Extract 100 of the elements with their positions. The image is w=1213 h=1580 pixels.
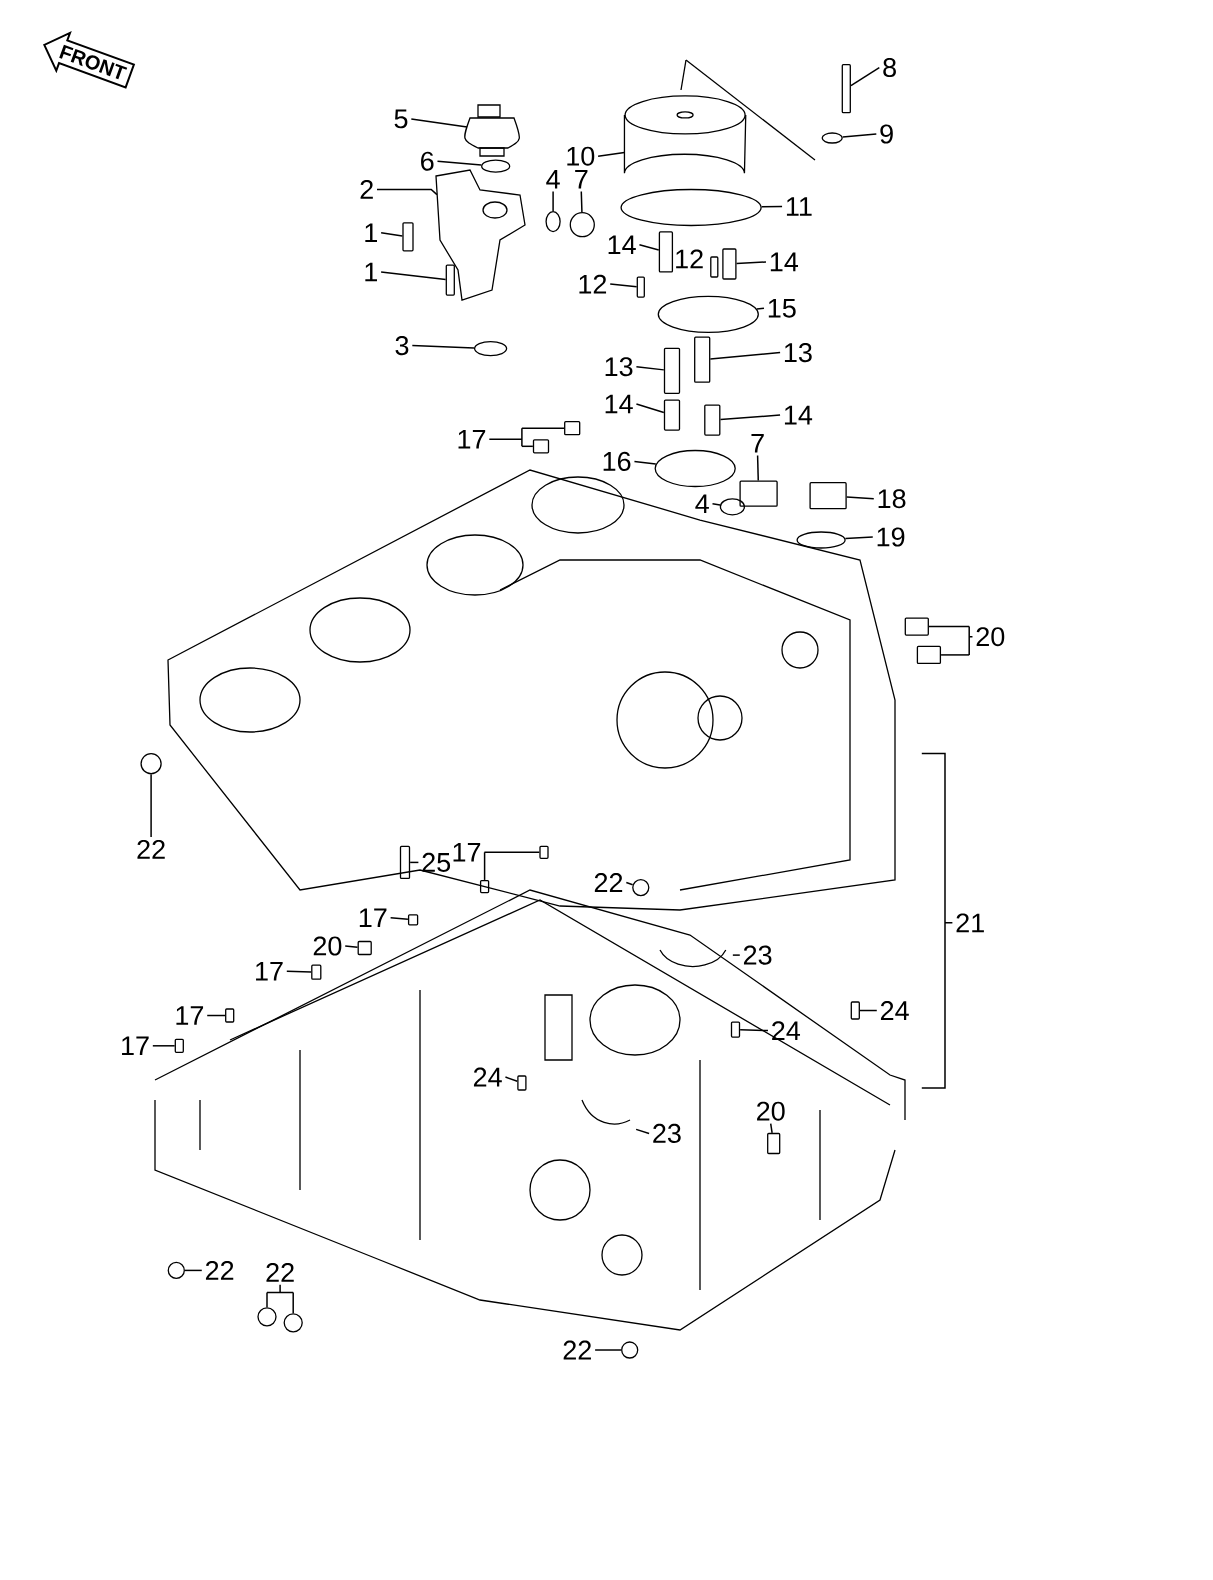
leader-line <box>409 861 420 864</box>
ring <box>167 1261 185 1280</box>
callout-number: 7 <box>575 170 588 189</box>
callout-number: 14 <box>784 405 813 425</box>
callout-number: 4 <box>546 170 560 189</box>
dowel-pin <box>809 482 847 510</box>
leader-line <box>266 1283 294 1314</box>
bolt <box>722 248 737 280</box>
callout-number: 13 <box>605 357 633 377</box>
leader-line <box>859 1009 878 1012</box>
dowel-pin <box>174 1038 184 1053</box>
dowel-pin <box>479 879 490 894</box>
callout-number: 19 <box>877 527 905 547</box>
leader-line <box>719 414 781 421</box>
leader-line <box>769 1122 773 1134</box>
callout-number: 1 <box>365 262 377 282</box>
dowel-pin <box>916 645 942 665</box>
ring <box>719 498 746 516</box>
ring <box>620 188 762 227</box>
dowel-pin <box>357 940 372 956</box>
leader-line <box>411 344 475 349</box>
bolt <box>445 264 455 296</box>
callout-number: 17 <box>359 908 387 928</box>
dowel-pin <box>904 617 929 636</box>
ring <box>821 132 843 144</box>
leader-line <box>609 283 638 288</box>
leader-line <box>597 151 626 157</box>
leader-line <box>756 307 765 310</box>
leader-line <box>286 970 312 973</box>
leader-line <box>625 881 634 886</box>
dowel-pin <box>532 439 550 454</box>
ring <box>283 1313 303 1333</box>
callout-number: 24 <box>880 1001 909 1020</box>
callout-number: 22 <box>137 839 165 859</box>
leader-line <box>756 454 759 482</box>
ring <box>257 1307 277 1327</box>
bolt <box>636 276 645 298</box>
callout-number: 11 <box>786 197 812 216</box>
bolt <box>694 336 711 383</box>
leader-line <box>760 205 783 208</box>
ring <box>632 878 650 897</box>
callout-number: 2 <box>360 180 373 199</box>
callout-number: 13 <box>784 343 812 363</box>
leader-line <box>376 188 438 196</box>
leader-line <box>709 351 781 360</box>
dowel-pin <box>539 845 549 859</box>
callout-number: 4 <box>695 494 709 513</box>
leader-line <box>389 917 409 921</box>
callout-number: 22 <box>563 1340 591 1360</box>
callout-number: 12 <box>676 249 703 269</box>
callout-number: 20 <box>757 1101 785 1121</box>
bolt <box>710 256 719 278</box>
leader-line <box>635 1128 650 1135</box>
callout-number: 7 <box>751 434 764 453</box>
leader-line <box>380 231 404 237</box>
ring <box>481 159 511 173</box>
leader-line <box>152 1045 176 1047</box>
callout-number: 18 <box>878 489 906 509</box>
bolt <box>399 845 411 880</box>
callout-number: 22 <box>594 873 623 892</box>
callout-number: 22 <box>266 1263 294 1282</box>
callout-number: 23 <box>653 1123 681 1143</box>
callout-number: 6 <box>421 151 434 171</box>
leader-line <box>846 496 875 500</box>
bolt <box>663 399 681 431</box>
leader-line <box>711 502 721 506</box>
callout-number: 17 <box>256 961 283 981</box>
callout-number: 5 <box>394 109 408 129</box>
dowel-pin <box>311 964 322 980</box>
callout-number: 12 <box>579 274 607 294</box>
leader-line <box>844 536 874 540</box>
leader-line <box>735 261 767 265</box>
callout-number: 20 <box>313 936 342 956</box>
dowel-pin <box>730 1021 741 1038</box>
leader-line <box>483 851 541 881</box>
bolt <box>841 64 851 114</box>
dowel-pin <box>517 1075 527 1091</box>
leader-line <box>732 954 741 956</box>
leader-line <box>638 244 660 251</box>
callout-number: 15 <box>768 298 796 318</box>
dowel-pin <box>767 1132 781 1155</box>
bolt <box>663 347 681 394</box>
leader-line <box>410 118 468 128</box>
part-drawing <box>435 169 526 301</box>
callout-number: 1 <box>365 223 377 242</box>
callout-number: 24 <box>772 1021 800 1041</box>
callout-number: 3 <box>395 336 409 356</box>
callout-number: 20 <box>976 627 1005 647</box>
ring <box>657 295 759 333</box>
callout-number: 10 <box>567 146 595 166</box>
ring <box>569 212 595 238</box>
callout-number: 14 <box>608 235 636 255</box>
dowel-pin <box>225 1008 235 1023</box>
leader-line <box>633 460 657 465</box>
callout-number: 17 <box>176 1006 204 1025</box>
callout-number: 9 <box>880 124 893 144</box>
dowel-pin <box>850 1001 860 1020</box>
dowel-pin <box>407 914 419 926</box>
callout-number: 14 <box>770 252 798 272</box>
callout-number: 23 <box>743 945 772 965</box>
